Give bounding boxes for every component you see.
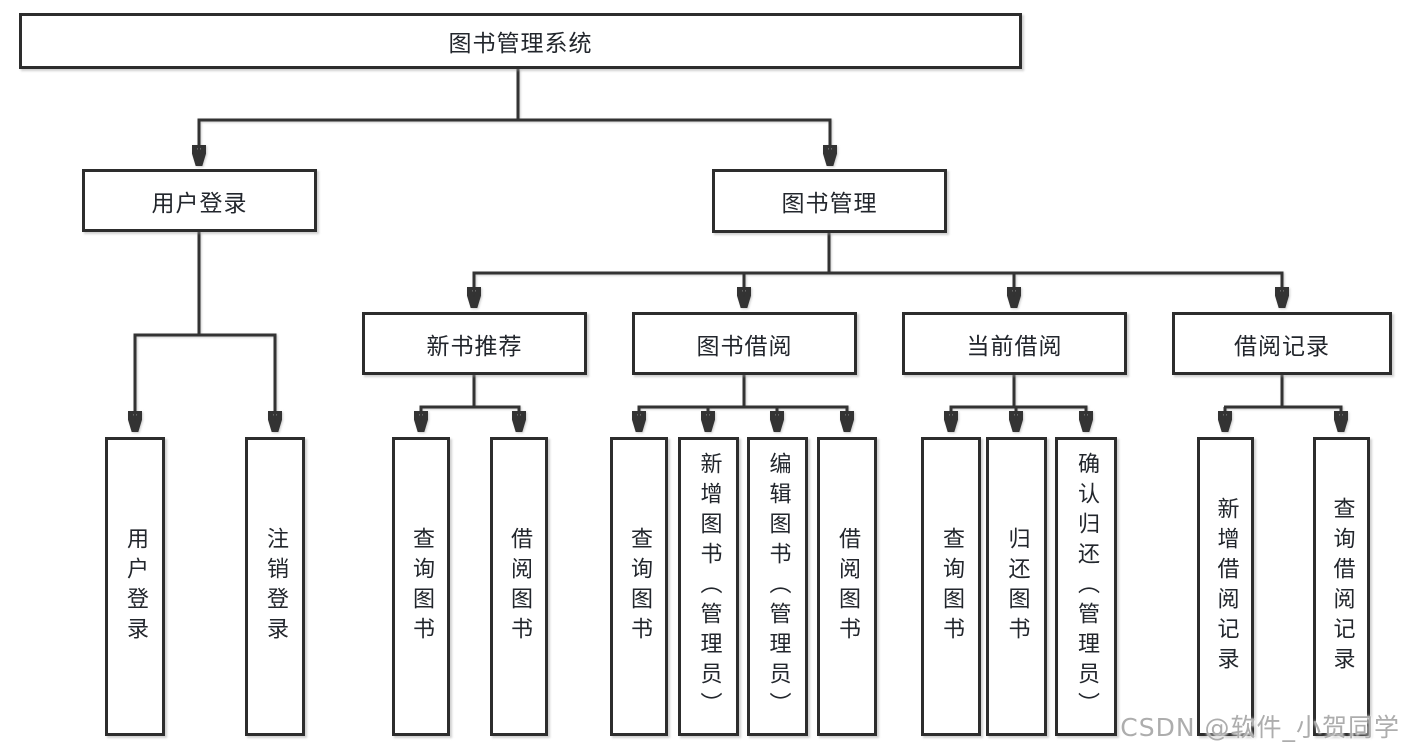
leaf-borrow-add-books-admin: 新增图书（管理员） [678,437,739,736]
leaf-newbook-query-books: 查询图书 [392,437,450,736]
leaf-logout: 注销登录 [245,437,305,736]
leaf-borrow-edit-books-admin: 编辑图书（管理员） [747,437,808,736]
csdn-watermark: CSDN @软件_小贺同学 [1120,713,1400,742]
node-borrowing-records: 借阅记录 [1172,312,1392,375]
leaf-newbook-borrow-books: 借阅图书 [490,437,548,736]
node-book-borrowing: 图书借阅 [632,312,857,375]
leaf-borrow-borrow-books: 借阅图书 [817,437,877,736]
leaf-user-login: 用户登录 [105,437,165,736]
leaf-current-query-books: 查询图书 [921,437,981,736]
node-book-management: 图书管理 [712,169,947,233]
node-user-login: 用户登录 [82,169,317,232]
leaf-current-return-books: 归还图书 [986,437,1047,736]
leaf-add-borrow-record: 新增借阅记录 [1197,437,1254,736]
node-current-borrowing: 当前借阅 [902,312,1127,375]
leaf-query-borrow-record: 查询借阅记录 [1313,437,1370,736]
node-library-system: 图书管理系统 [19,13,1022,69]
leaf-borrow-query-books: 查询图书 [610,437,668,736]
node-new-book-recommendation: 新书推荐 [362,312,587,375]
leaf-current-confirm-return-admin: 确认归还（管理员） [1055,437,1117,736]
